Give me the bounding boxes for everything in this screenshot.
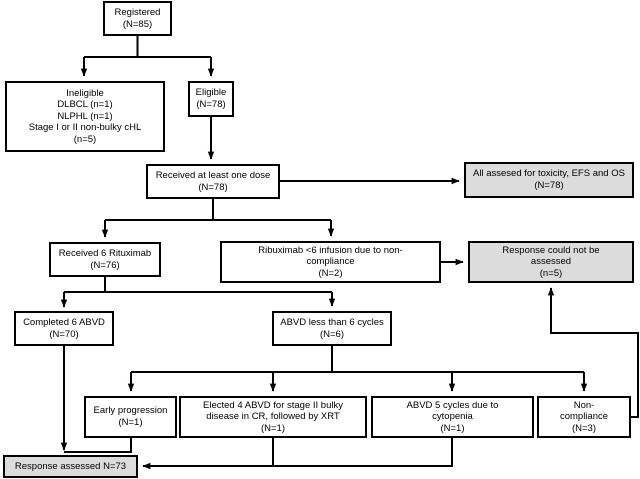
node-received-rituximab[interactable]: Received 6 Rituximab (N=76): [49, 242, 161, 277]
edge-early-to-response: [64, 438, 133, 454]
node-eligible[interactable]: Eligible (N=78): [188, 81, 234, 117]
node-ineligible[interactable]: Ineligible DLBCL (n=1) NLPHL (n=1) Stage…: [5, 81, 165, 152]
node-completed-abvd[interactable]: Completed 6 ABVD (N=70): [14, 311, 114, 346]
node-response-assessed[interactable]: Response assessed N=73: [3, 455, 138, 478]
node-no-response[interactable]: Response could not be assessed (n=5): [468, 241, 634, 283]
node-all-assessed-label: All assesed for toxicity, EFS and OS (N=…: [473, 168, 625, 191]
node-response-assessed-label: Response assessed N=73: [14, 460, 127, 472]
node-abvd-5-cycles[interactable]: ABVD 5 cycles due to cytopenia (N=1): [371, 396, 534, 438]
node-completed-abvd-label: Completed 6 ABVD (N=70): [23, 316, 105, 340]
edge-abvd5-to-response: [273, 438, 454, 468]
node-no-response-label: Response could not be assessed (n=5): [502, 244, 600, 279]
edge-noncompliance-to-noresponse: [547, 287, 640, 419]
node-early-progression-label: Early progression (N=1): [93, 405, 168, 428]
edge-elected-to-response: [142, 438, 275, 470]
node-registered-label: Registered (N=85): [114, 6, 161, 30]
node-registered[interactable]: Registered (N=85): [103, 1, 172, 36]
node-rituximab-less[interactable]: Ribuximab <6 infusion due to non- compli…: [220, 241, 441, 283]
node-eligible-label: Eligible (N=78): [195, 87, 227, 110]
node-non-compliance-label: Non- compliance (N=3): [559, 399, 609, 434]
node-elected-4-abvd[interactable]: Elected 4 ABVD for stage II bulky diseas…: [179, 396, 367, 438]
node-all-assessed[interactable]: All assesed for toxicity, EFS and OS (N=…: [464, 162, 634, 198]
node-received-dose[interactable]: Received at least one dose (N=78): [146, 164, 280, 199]
node-received-rituximab-label: Received 6 Rituximab (N=76): [58, 247, 152, 271]
node-ineligible-label: Ineligible DLBCL (n=1) NLPHL (n=1) Stage…: [28, 87, 142, 145]
node-abvd-less[interactable]: ABVD less than 6 cycles (N=6): [272, 311, 392, 346]
node-elected-4-abvd-label: Elected 4 ABVD for stage II bulky diseas…: [203, 399, 343, 434]
node-abvd-less-label: ABVD less than 6 cycles (N=6): [280, 316, 384, 340]
node-rituximab-less-label: Ribuximab <6 infusion due to non- compli…: [258, 244, 403, 279]
node-received-dose-label: Received at least one dose (N=78): [155, 169, 271, 193]
node-early-progression[interactable]: Early progression (N=1): [84, 396, 177, 438]
node-abvd-5-cycles-label: ABVD 5 cycles due to cytopenia (N=1): [406, 399, 499, 434]
node-non-compliance[interactable]: Non- compliance (N=3): [537, 396, 631, 438]
